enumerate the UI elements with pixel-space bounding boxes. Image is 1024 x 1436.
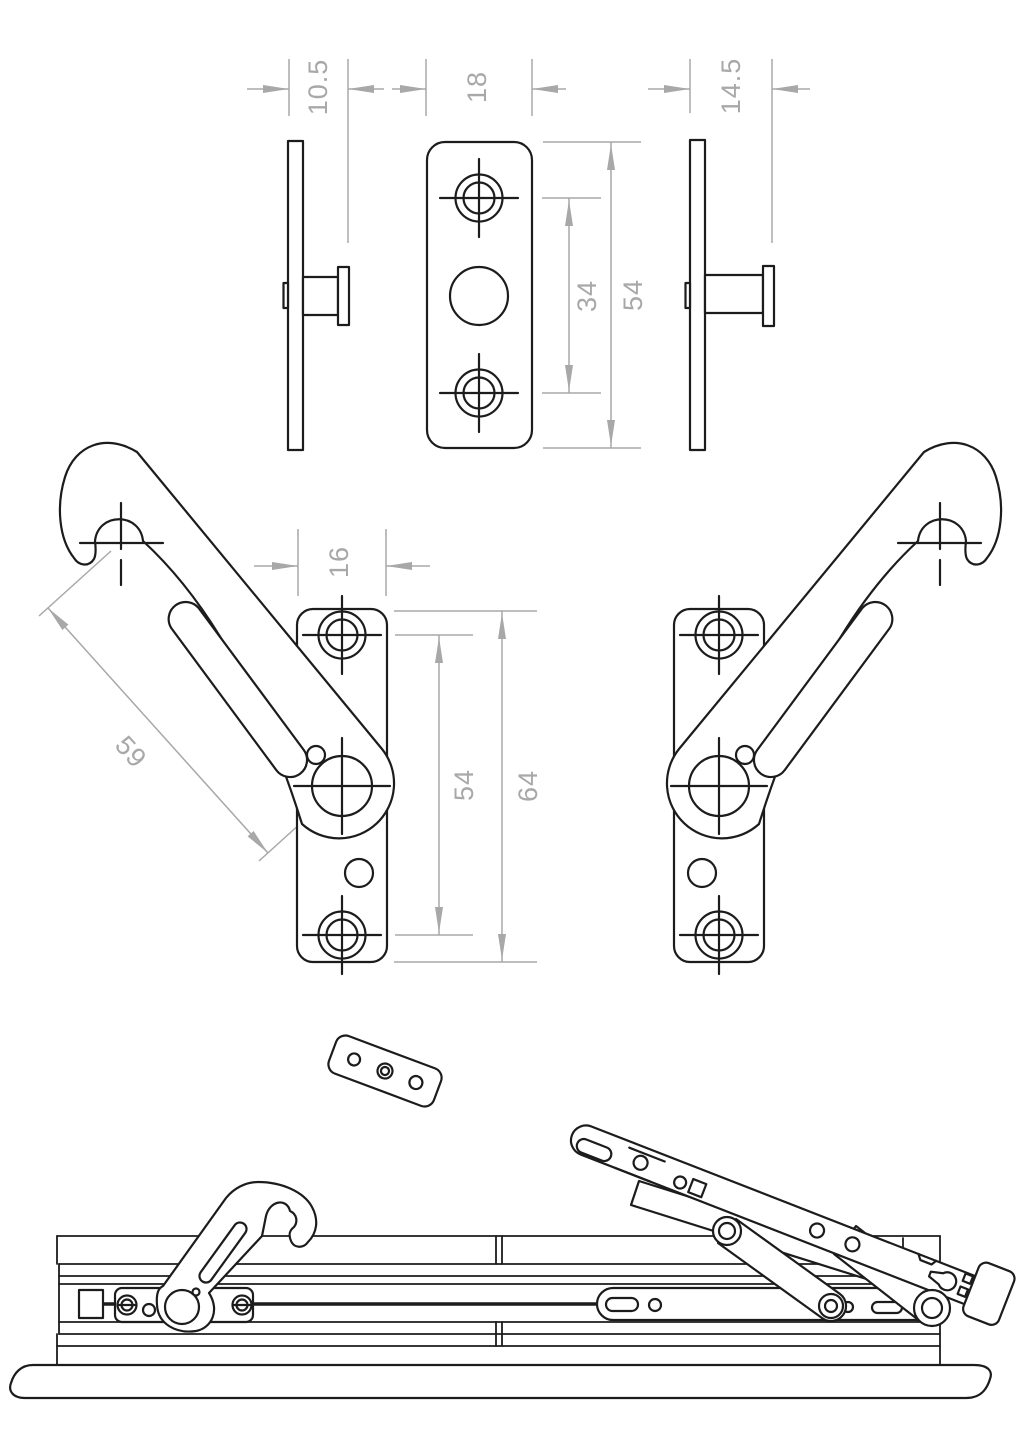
restrictor-front-view-left	[60, 443, 394, 974]
spigot-flange	[336, 265, 351, 327]
keep-side-view-left	[282, 139, 351, 452]
dim-restrictor-plate-width: 16	[254, 529, 430, 596]
window-sill	[9, 1363, 992, 1400]
dim-text-54-top: 54	[618, 279, 648, 311]
dim-text-64: 64	[513, 770, 543, 802]
stay-link-1	[716, 1217, 848, 1323]
stay-pivots	[711, 1215, 952, 1328]
dim-keep-side-left-depth: 10.5	[247, 59, 384, 243]
packer-plate	[327, 1034, 443, 1108]
spigot-flange	[761, 264, 776, 328]
dim-restrictor-hole-spacing: 54	[395, 634, 479, 936]
spigot-stem	[301, 275, 340, 317]
dim-text-14-5: 14.5	[716, 58, 746, 115]
restrictor-pivot-installed	[163, 1288, 201, 1326]
spigot-hole	[448, 265, 510, 327]
keyhole-slot	[927, 1270, 958, 1292]
dim-keep-front-width: 18	[392, 59, 566, 116]
restrictor-front-view-right	[667, 443, 1001, 974]
keep-front-view	[425, 140, 534, 450]
dim-keep-front-height: 54	[543, 141, 648, 449]
dim-text-18: 18	[462, 71, 492, 103]
dim-text-59: 59	[109, 730, 153, 774]
spigot-stem	[703, 273, 765, 315]
dim-restrictor-plate-height: 64	[394, 610, 543, 963]
restrictor-arm-installed	[155, 1180, 318, 1333]
stay-end-cap	[962, 1261, 1016, 1326]
dim-text-54-mid: 54	[449, 769, 479, 801]
dim-text-10-5: 10.5	[303, 59, 333, 116]
dim-keep-front-hole-spacing: 34	[542, 197, 602, 394]
keep-side-view-right	[684, 138, 776, 452]
track-end-cap	[77, 1288, 105, 1320]
dim-keep-side-right-depth: 14.5	[648, 58, 810, 243]
dim-text-34: 34	[572, 280, 602, 312]
dim-text-16: 16	[324, 546, 354, 578]
friction-stay-main-arm	[569, 1124, 1016, 1326]
friction-stay-track	[595, 1286, 942, 1322]
installed-assembly-side-view	[9, 1124, 1016, 1400]
